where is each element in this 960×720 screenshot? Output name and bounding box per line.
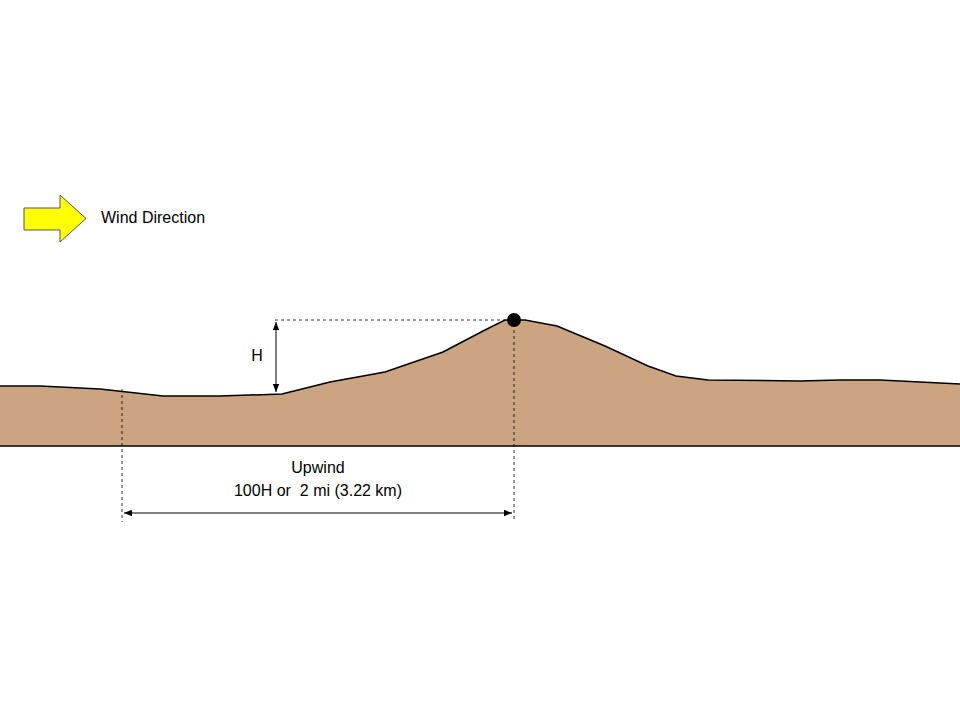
dimension-label: 100H or 2 mi (3.22 km)	[234, 481, 402, 500]
wind-label: Wind Direction	[101, 208, 205, 227]
ground-baseline	[0, 445, 960, 447]
extension-line	[122, 389, 123, 522]
terrain-fill	[0, 320, 960, 446]
extension-line	[514, 330, 515, 522]
upwind-dimension	[124, 513, 512, 514]
height-dimension	[276, 322, 277, 392]
wind-arrow	[24, 195, 86, 242]
crest-height-line	[275, 320, 505, 321]
terrain-outline	[0, 320, 960, 396]
dimension-label: Upwind	[291, 458, 344, 477]
height-label: H	[251, 346, 263, 365]
crest-point	[507, 313, 521, 327]
